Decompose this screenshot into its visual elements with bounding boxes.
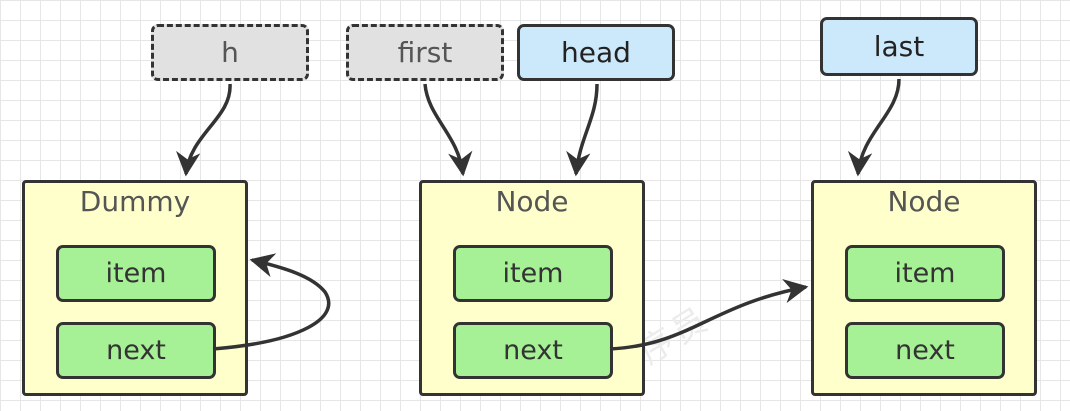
node-1-title: Node — [495, 185, 569, 218]
node-1-item-field: item — [453, 245, 613, 302]
dummy-node-title: Dummy — [79, 185, 191, 218]
pointer-h-label: h — [221, 36, 239, 69]
pointer-last-label: last — [873, 30, 925, 63]
arrow-dummy-next-self — [212, 253, 331, 351]
pointer-head: head — [517, 24, 675, 81]
node-1: Node item next — [419, 180, 645, 396]
arrow-last-to-node2 — [847, 78, 901, 177]
node-1-item-label: item — [502, 258, 564, 289]
arrow-head-to-node1 — [566, 83, 599, 177]
node-2: Node item next — [811, 180, 1037, 396]
dummy-node: Dummy item next — [22, 180, 248, 396]
pointer-head-label: head — [561, 36, 631, 69]
pointer-first-label: first — [397, 36, 453, 69]
node-2-item-label: item — [894, 258, 956, 289]
dummy-item-label: item — [105, 258, 167, 289]
arrow-h-to-dummy — [176, 83, 232, 177]
pointer-first: first — [346, 24, 504, 81]
node-2-title: Node — [887, 185, 961, 218]
node-2-next-label: next — [895, 335, 955, 366]
node-2-item-field: item — [845, 245, 1005, 302]
arrow-first-to-node1 — [423, 83, 473, 177]
node-1-next-label: next — [503, 335, 563, 366]
pointer-h: h — [151, 24, 309, 81]
arrow-node1-next-to-node2 — [609, 279, 809, 351]
dummy-next-field: next — [56, 322, 216, 379]
node-2-next-field: next — [845, 322, 1005, 379]
dummy-item-field: item — [56, 245, 216, 302]
dummy-next-label: next — [106, 335, 166, 366]
pointer-last: last — [820, 17, 978, 76]
